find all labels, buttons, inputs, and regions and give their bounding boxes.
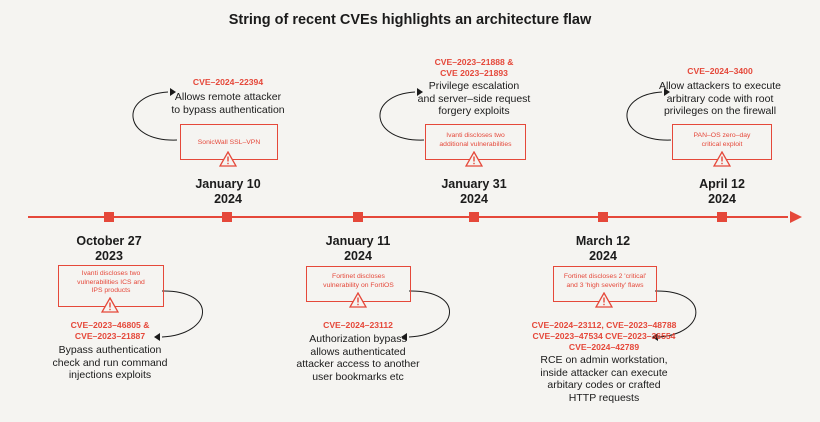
event-description: Privilege escalation and server–side req… xyxy=(399,80,549,118)
year-line: 2024 xyxy=(460,192,488,206)
box-line: Ivanti discloses two xyxy=(81,270,141,277)
box-line: Fortinet discloses 2 'critical' xyxy=(563,273,647,280)
desc-line: arbitary codes or crafted xyxy=(547,379,661,391)
desc-line: Allows remote attacker xyxy=(174,91,282,103)
cve-ids: CVE–2024–22394 xyxy=(158,77,298,88)
box-line: and 3 'high severity' flaws xyxy=(566,281,644,289)
timeline-marker xyxy=(353,212,363,222)
curved-arrow xyxy=(626,91,672,141)
timeline-marker xyxy=(222,212,232,222)
cve-ids: CVE–2023–21888 & CVE 2023–21893 xyxy=(404,57,544,79)
diagram-title: String of recent CVEs highlights an arch… xyxy=(228,12,592,28)
arrow-head xyxy=(170,88,176,96)
year-line: 2024 xyxy=(214,192,242,206)
box-line: additional vulnerabilities xyxy=(439,140,512,148)
cve-line: CVE–2024–23112, CVE–2023–48788 xyxy=(531,320,677,330)
event-description: Bypass authentication check and run comm… xyxy=(35,344,185,382)
desc-line: RCE on admin workstation, xyxy=(540,354,668,366)
cve-line: CVE–2023–21888 & xyxy=(434,57,514,67)
desc-line: user bookmarks etc xyxy=(312,370,404,383)
date-line: January 31 xyxy=(441,177,507,191)
box-line: critical exploit xyxy=(701,140,743,148)
arrow-head xyxy=(401,333,407,341)
year-line: 2023 xyxy=(95,249,123,263)
event-description: Allows remote attacker to bypass authent… xyxy=(153,91,303,116)
desc-line: HTTP requests xyxy=(568,391,640,404)
event-date: January 10 2024 xyxy=(168,177,288,207)
event-date: January 31 2024 xyxy=(414,177,534,207)
cve-line: CVE–2024–22394 xyxy=(192,77,264,87)
arrow-head xyxy=(652,333,658,341)
warning-icon xyxy=(349,292,367,308)
box-line: vulnerability on FortiOS xyxy=(323,281,394,289)
desc-line: allows authenticated xyxy=(310,345,406,358)
curved-arrow xyxy=(161,290,203,338)
curved-arrow xyxy=(379,91,425,141)
cve-line: CVE–2024–3400 xyxy=(687,66,753,76)
cve-line: CVE–2023–47534 CVE–2023–36554 xyxy=(532,331,676,341)
desc-line: inside attacker can execute xyxy=(540,366,668,379)
cve-line: CVE–2024–42789 xyxy=(568,342,640,352)
event-description: Allow attackers to execute arbitrary cod… xyxy=(638,80,802,118)
timeline-marker xyxy=(598,212,608,222)
timeline-marker xyxy=(104,212,114,222)
warning-icon xyxy=(595,292,613,308)
arrow-head xyxy=(664,88,670,96)
desc-line: Bypass authentication xyxy=(58,344,162,356)
date-line: April 12 xyxy=(699,177,745,191)
cve-ids: CVE–2024–23112 xyxy=(288,320,428,331)
event-date: March 12 2024 xyxy=(543,234,663,264)
warning-icon xyxy=(219,151,237,167)
box-line: IPS products xyxy=(91,287,131,294)
box-line: Ivanti discloses two xyxy=(446,132,505,139)
timeline-marker xyxy=(469,212,479,222)
box-line: SonicWall SSL–VPN xyxy=(197,139,261,146)
box-line: Fortinet discloses xyxy=(332,273,385,280)
box-line: vulnerabilities ICS and xyxy=(77,278,145,286)
date-line: October 27 xyxy=(76,234,142,248)
year-line: 2024 xyxy=(344,249,372,263)
event-description: RCE on admin workstation, inside attacke… xyxy=(528,354,680,404)
date-line: March 12 xyxy=(575,234,631,248)
cve-ids: CVE–2023–46805 & CVE–2023–21887 xyxy=(40,320,180,342)
arrow-head xyxy=(417,88,423,96)
desc-line: attacker access to another xyxy=(296,358,420,370)
box-line: PAN–OS zero–day xyxy=(693,132,751,139)
desc-line: forgery exploits xyxy=(438,105,510,117)
date-line: January 11 xyxy=(325,234,391,248)
timeline-arrowhead xyxy=(790,211,802,223)
warning-icon xyxy=(465,151,483,167)
desc-line: and server–side request xyxy=(417,92,531,105)
date-line: January 10 xyxy=(195,177,261,191)
cve-ids: CVE–2024–23112, CVE–2023–48788 CVE–2023–… xyxy=(514,320,694,353)
desc-line: arbitrary code with root xyxy=(666,92,774,105)
desc-line: Allow attackers to execute xyxy=(659,80,781,92)
cve-line: CVE–2023–21887 xyxy=(74,331,146,341)
desc-line: injections exploits xyxy=(68,369,152,381)
desc-line: privileges on the firewall xyxy=(663,105,777,117)
warning-icon xyxy=(101,297,119,313)
event-date: January 11 2024 xyxy=(298,234,418,264)
desc-line: Authorization bypass xyxy=(309,333,407,345)
arrow-head xyxy=(154,333,160,341)
curved-arrow xyxy=(654,290,697,338)
event-date: October 27 2023 xyxy=(49,234,169,264)
warning-icon xyxy=(713,151,731,167)
curved-arrow xyxy=(408,290,450,338)
cve-line: CVE 2023–21893 xyxy=(440,68,508,78)
cve-ids: CVE–2024–3400 xyxy=(650,66,790,77)
event-date: April 12 2024 xyxy=(662,177,782,207)
event-description: Authorization bypass allows authenticate… xyxy=(283,333,433,383)
desc-line: check and run command xyxy=(52,356,168,369)
desc-line: Privilege escalation xyxy=(428,80,520,92)
curved-arrow xyxy=(132,91,178,141)
desc-line: to bypass authentication xyxy=(171,103,285,116)
year-line: 2024 xyxy=(589,249,617,263)
timeline-marker xyxy=(717,212,727,222)
cve-line: CVE–2023–46805 & xyxy=(70,320,150,330)
cve-line: CVE–2024–23112 xyxy=(323,320,393,330)
year-line: 2024 xyxy=(708,192,736,206)
